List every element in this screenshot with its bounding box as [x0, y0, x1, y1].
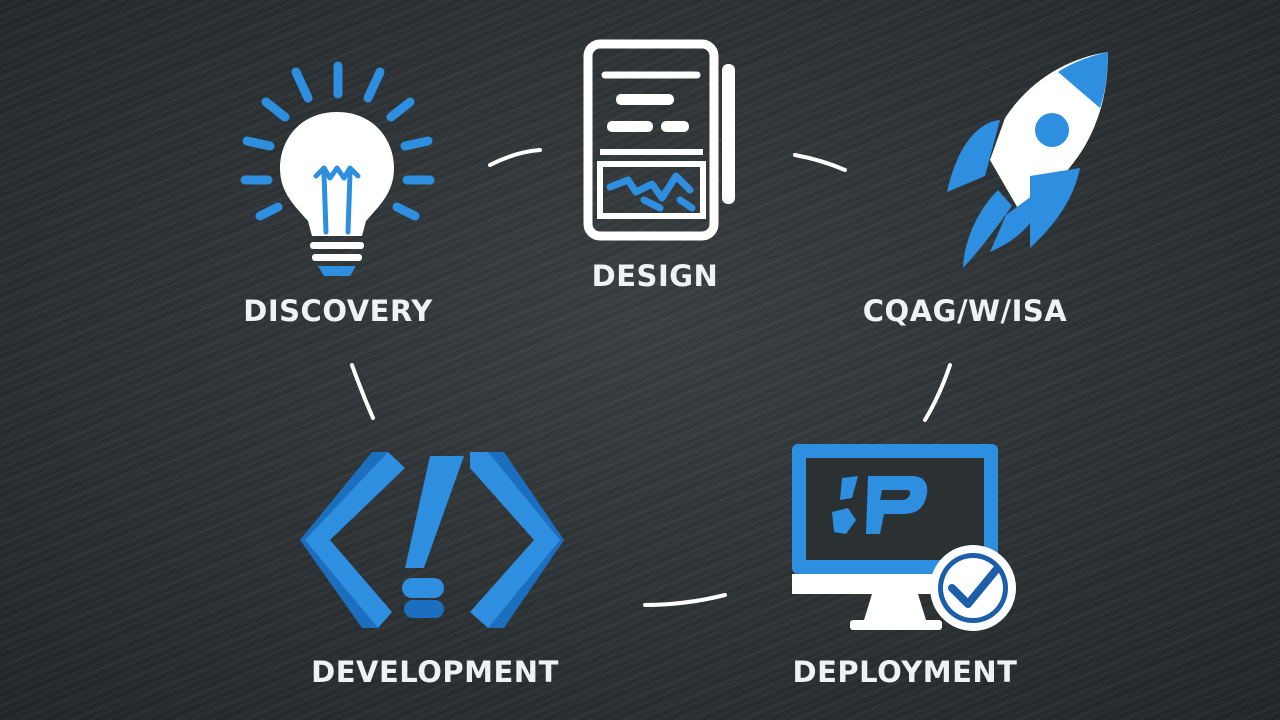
- stage-label-development: DEVELOPMENT: [311, 655, 559, 689]
- connector-discovery-design: [488, 148, 542, 167]
- connector-design-launch: [793, 153, 847, 172]
- stage-label-discovery: DISCOVERY: [243, 294, 433, 328]
- connector-deployment-development: [643, 593, 727, 607]
- cycle-connectors: [350, 148, 952, 607]
- connector-launch-deployment: [923, 363, 952, 422]
- connector-development-discovery: [350, 363, 375, 420]
- mobile-wireframe-icon: [583, 39, 735, 241]
- stage-label-launch: CQAG/W/ISA: [862, 294, 1068, 328]
- monitor-check-icon: [792, 444, 1016, 631]
- stage-label-design: DESIGN: [591, 259, 719, 293]
- stage-label-deployment: DEPLOYMENT: [792, 655, 1018, 689]
- rocket-icon: [947, 52, 1108, 268]
- code-brackets-icon: [300, 452, 564, 628]
- lightbulb-icon: [240, 61, 435, 276]
